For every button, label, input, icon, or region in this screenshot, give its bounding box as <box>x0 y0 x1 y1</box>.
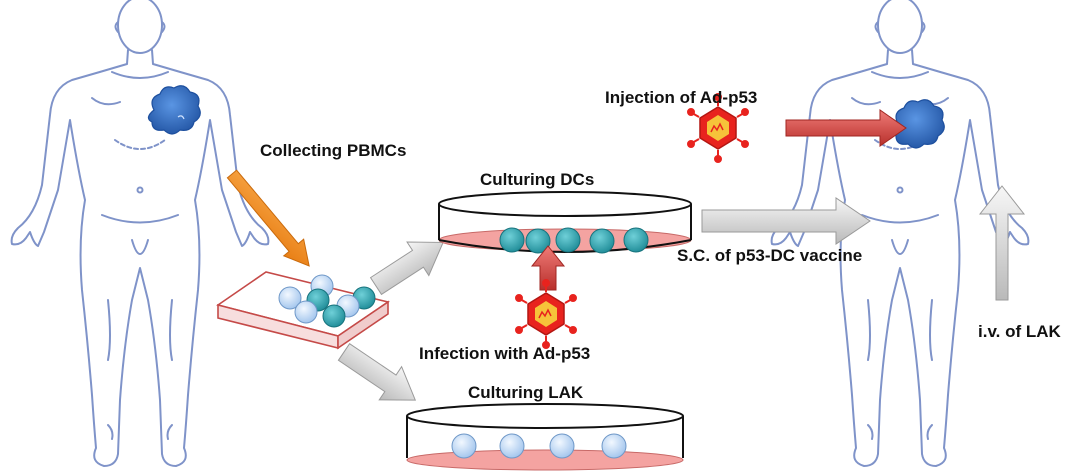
dc-culture-dish <box>438 191 692 254</box>
iv-lak-arrow <box>978 185 1026 301</box>
to-dc-arrow <box>369 241 444 296</box>
label-infection: Infection with Ad-p53 <box>419 344 591 363</box>
infection-arrow <box>530 245 566 291</box>
pbmc-culture-plate <box>216 271 390 350</box>
collecting-arrow <box>226 169 310 267</box>
label-collecting-pbmcs: Collecting PBMCs <box>260 141 407 160</box>
tumor-icon <box>147 85 201 135</box>
label-culturing-lak: Culturing LAK <box>468 383 584 402</box>
lak-culture-dish <box>406 403 684 471</box>
label-iv-lak: i.v. of LAK <box>978 322 1061 341</box>
patient-body-left <box>10 0 270 467</box>
virus-icon-infection <box>515 279 577 349</box>
sc-vaccine-arrow <box>701 197 871 245</box>
to-lak-arrow <box>337 343 417 401</box>
label-injection: Injection of Ad-p53 <box>605 88 758 107</box>
label-sc-vaccine: S.C. of p53-DC vaccine <box>677 246 863 265</box>
label-culturing-dcs: Culturing DCs <box>480 170 595 189</box>
patient-body-right <box>770 0 1030 467</box>
injection-arrow <box>785 109 907 147</box>
